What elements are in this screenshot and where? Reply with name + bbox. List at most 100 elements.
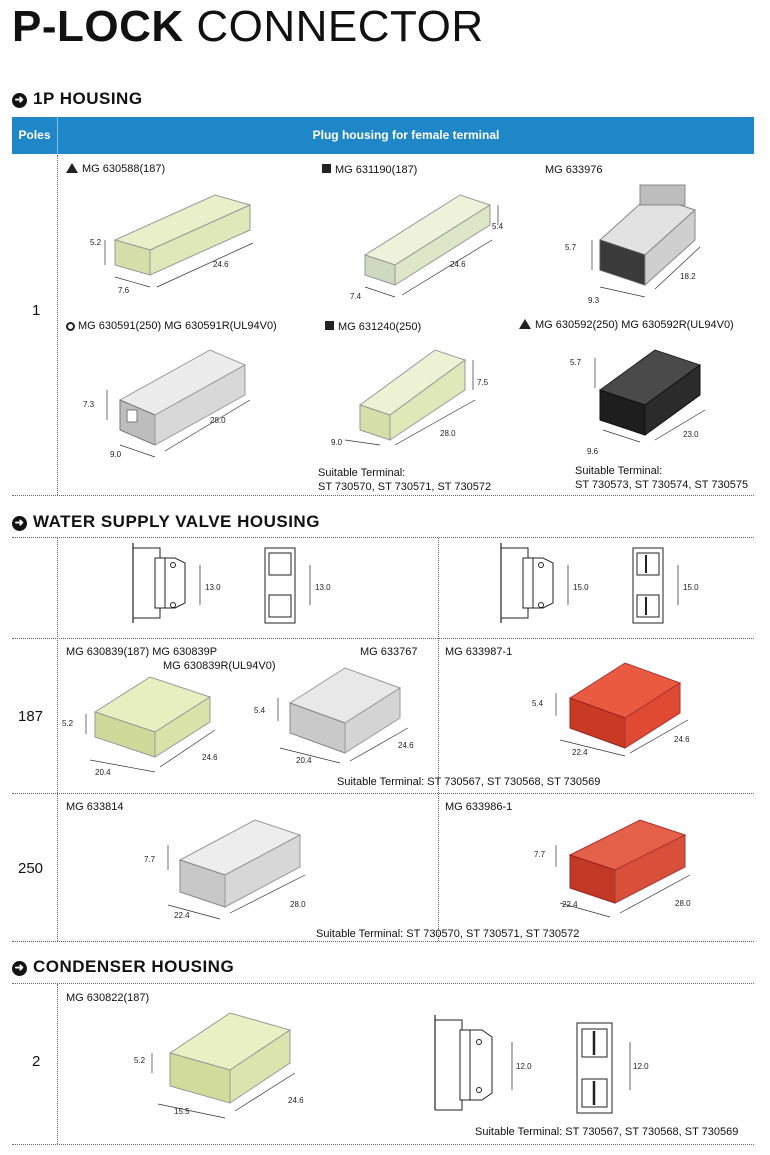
part-label: MG 630588(187) <box>66 163 165 175</box>
plug-housing-header: Plug housing for female terminal <box>312 128 500 142</box>
housing-body <box>229 1029 291 1104</box>
terminal-list: ST 730570, ST 730571, ST 730572 <box>318 481 492 493</box>
housing-body <box>644 364 701 436</box>
terminal-list: Suitable Terminal: ST 730567, ST 730568,… <box>337 776 601 788</box>
part-image: 5.2 7.6 24.6 <box>90 194 254 295</box>
dim-label: 24.6 <box>288 1096 304 1105</box>
part-label: MG 633976 <box>545 164 603 176</box>
terminal-list: Suitable Terminal: ST 730570, ST 730571,… <box>316 928 580 940</box>
dim-label: 20.4 <box>95 768 111 777</box>
square-mark-icon <box>325 321 334 330</box>
dim-label: 15.0 <box>573 583 589 592</box>
technical-drawing: 15.0 15.0 <box>500 543 699 624</box>
pole-count: 2 <box>32 1053 41 1070</box>
part-image: 5.4 20.4 24.6 <box>254 667 414 765</box>
part-label: MG 633767 <box>360 646 418 658</box>
part-image: 5.7 9.6 23.0 <box>570 349 706 456</box>
terminal-title: Suitable Terminal: <box>318 467 406 479</box>
housing-body <box>154 696 211 758</box>
dim-label: 7.6 <box>118 286 130 295</box>
dim-label: 5.7 <box>565 243 577 252</box>
part-label: MG 630592(250) MG 630592R(UL94V0) <box>519 319 734 331</box>
pole-count: 250 <box>18 860 44 877</box>
dim-label: 22.4 <box>572 748 588 757</box>
poles-header: Poles <box>12 117 58 154</box>
part-label: MG 633814 <box>66 801 124 813</box>
housing-body <box>389 359 466 441</box>
dim-label: 15.0 <box>683 583 699 592</box>
dim-label: 7.7 <box>534 850 546 859</box>
circle-mark-icon <box>66 322 75 331</box>
triangle-mark-icon <box>519 319 531 329</box>
part-label: MG 630591(250) MG 630591R(UL94V0) <box>66 320 277 332</box>
part-image: 7.7 22.4 28.0 <box>144 819 306 920</box>
dim-label: 28.0 <box>675 899 691 908</box>
dim-label: 7.7 <box>144 855 156 864</box>
technical-drawing: 12.0 12.0 <box>434 1015 649 1114</box>
dim-label: 5.7 <box>570 358 582 367</box>
part-image: 5.2 20.4 24.6 <box>62 676 218 777</box>
dim-label: 9.0 <box>331 438 343 447</box>
housing-body <box>149 204 251 276</box>
dim-label: 23.0 <box>683 430 699 439</box>
dim-label: 18.2 <box>680 272 696 281</box>
dim-label: 9.0 <box>110 450 122 459</box>
dim-label: 22.4 <box>174 911 190 920</box>
dim-label: 7.5 <box>477 378 489 387</box>
dim-label: 24.6 <box>450 260 466 269</box>
part-label: MG 633987-1 <box>445 646 513 658</box>
housing-body <box>344 687 401 754</box>
dim-label: 5.2 <box>62 719 74 728</box>
section-heading-condenser: ➜CONDENSER HOUSING <box>12 957 234 977</box>
dim-label: 24.6 <box>202 753 218 762</box>
dim-label: 28.0 <box>290 900 306 909</box>
technical-drawing: 13.0 13.0 <box>132 543 331 624</box>
part-label: MG 633986-1 <box>445 801 513 813</box>
housing-body <box>394 204 491 286</box>
part-image: 5.7 9.3 18.2 <box>565 184 701 305</box>
dim-label: 24.6 <box>398 741 414 750</box>
dim-label: 9.6 <box>587 447 599 456</box>
dim-label: 28.0 <box>440 429 456 438</box>
part-image: 7.3 9.0 28.0 <box>83 349 251 459</box>
arrow-right-icon: ➜ <box>12 93 27 108</box>
housing-body <box>614 834 686 904</box>
triangle-mark-icon <box>66 163 78 173</box>
housing-body <box>224 834 301 908</box>
terminal-title: Suitable Terminal: <box>575 465 663 477</box>
part-label: MG 630839(187) MG 630839P <box>66 646 218 658</box>
dim-label: 15.5 <box>174 1107 190 1116</box>
page-title: P-LOCK CONNECTOR <box>12 2 484 51</box>
housing-body <box>624 682 681 749</box>
dim-label: 24.6 <box>213 260 229 269</box>
dim-label: 9.3 <box>588 296 600 305</box>
part-image: 7.5 9.0 28.0 <box>331 349 489 447</box>
dim-label: 12.0 <box>633 1062 649 1071</box>
part-label: MG 631190(187) <box>322 164 417 176</box>
housing-body <box>644 208 696 287</box>
housing-body <box>154 364 246 446</box>
part-label: MG 630822(187) <box>66 992 150 1004</box>
dim-label: 5.2 <box>134 1056 146 1065</box>
dim-label: 7.4 <box>350 292 362 301</box>
table-header: Poles Plug housing for female terminal <box>12 117 754 154</box>
pole-count: 1 <box>32 302 41 319</box>
part-image: 5.4 7.4 24.6 <box>350 194 504 301</box>
pole-count: 187 <box>18 708 44 725</box>
arrow-right-icon: ➜ <box>12 516 27 531</box>
dim-label: 7.3 <box>83 400 95 409</box>
section-heading-water: ➜WATER SUPPLY VALVE HOUSING <box>12 512 320 532</box>
dim-label: 5.4 <box>254 706 266 715</box>
square-mark-icon <box>322 164 331 173</box>
part-image: 7.7 22.4 28.0 <box>534 819 691 918</box>
dim-label: 5.2 <box>90 238 102 247</box>
part-label: MG 630839R(UL94V0) <box>163 660 276 672</box>
dim-label: 22.4 <box>562 900 578 909</box>
dim-label: 28.0 <box>210 416 226 425</box>
dim-label: 24.6 <box>674 735 690 744</box>
part-image: 5.2 15.5 24.6 <box>134 1012 304 1119</box>
dim-label: 5.4 <box>532 699 544 708</box>
dim-label: 13.0 <box>315 583 331 592</box>
arrow-right-icon: ➜ <box>12 961 27 976</box>
dim-label: 5.4 <box>492 222 504 231</box>
